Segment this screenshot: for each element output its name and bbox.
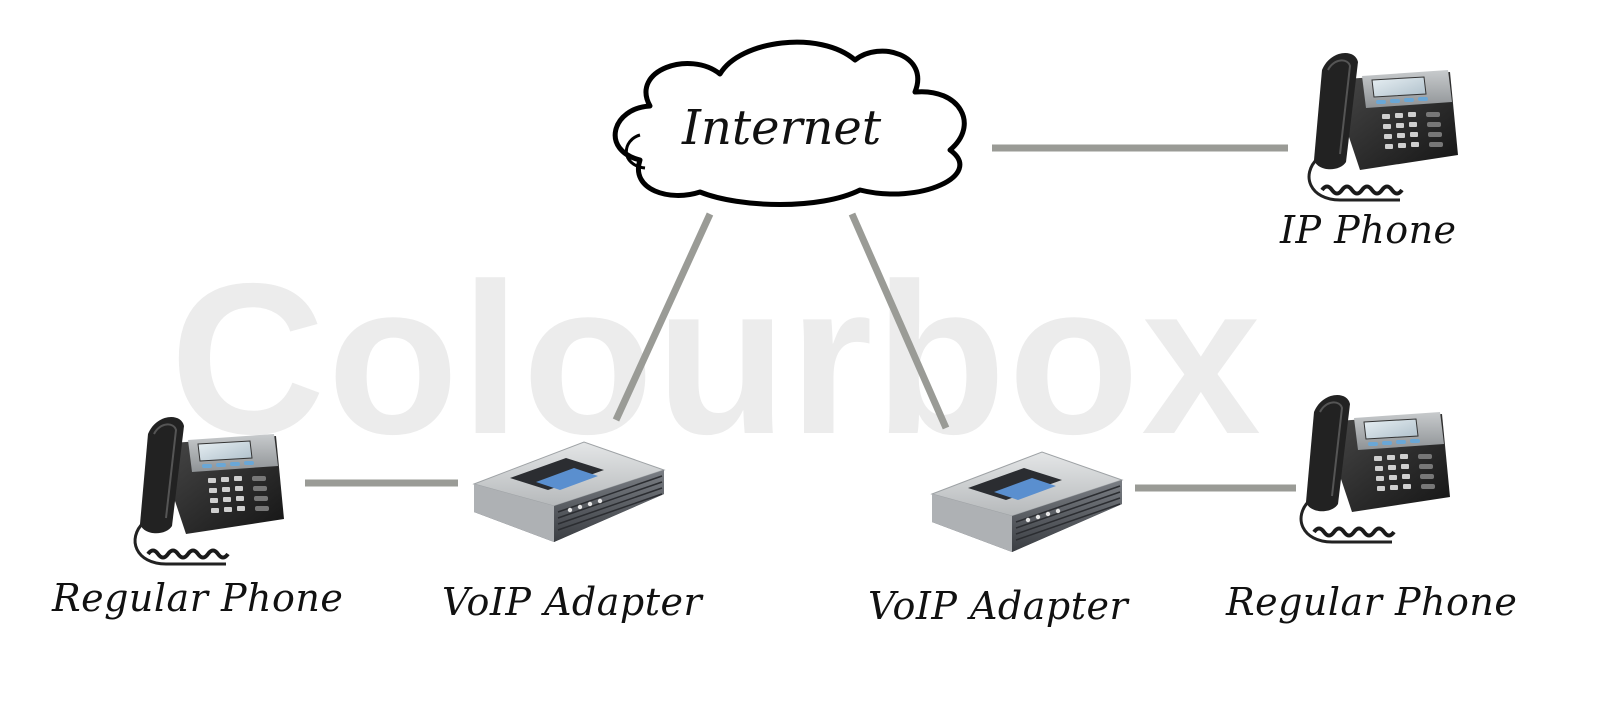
left-adapter-label: VoIP Adapter bbox=[442, 580, 703, 624]
right-voip-adapter-icon bbox=[931, 451, 1123, 553]
right-adapter-label: VoIP Adapter bbox=[868, 584, 1129, 628]
left-phone-label: Regular Phone bbox=[52, 576, 344, 620]
ip-phone-label: IP Phone bbox=[1280, 208, 1457, 252]
internet-label: Internet bbox=[682, 100, 882, 156]
ip-phone-icon bbox=[1307, 50, 1460, 202]
link-internet-right-adapter bbox=[848, 212, 950, 430]
watermark: Colourbox bbox=[170, 238, 1263, 479]
left-regular-phone-icon bbox=[133, 414, 286, 566]
connector-lines bbox=[305, 144, 1296, 492]
right-regular-phone-icon bbox=[1299, 392, 1452, 544]
left-voip-adapter-icon bbox=[473, 441, 665, 543]
link-internet-left-adapter bbox=[612, 212, 714, 422]
internet-cloud-icon bbox=[612, 39, 967, 207]
right-phone-label: Regular Phone bbox=[1226, 580, 1518, 624]
